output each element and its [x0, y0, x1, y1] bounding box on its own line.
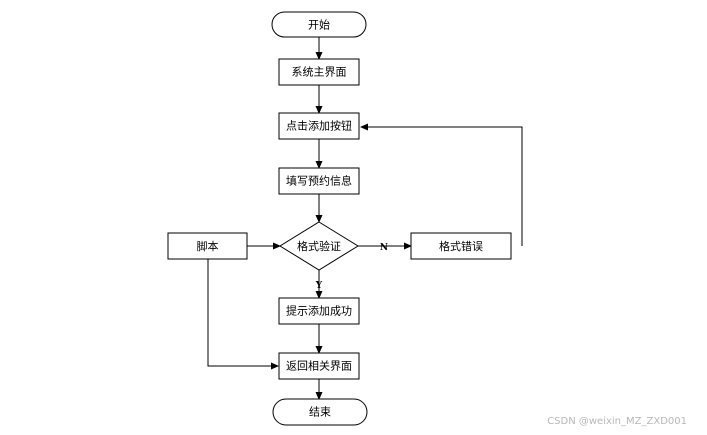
edge-label-yes: Y	[315, 281, 323, 291]
edge-error-loop	[360, 123, 523, 246]
click-add-label: 点击添加按钮	[286, 119, 352, 133]
edge-script-return	[207, 259, 279, 370]
success-box	[278, 297, 360, 325]
return-ui-label: 返回相关界面	[286, 359, 352, 373]
end-terminal	[272, 398, 368, 426]
format-error-box	[410, 232, 512, 260]
validate-decision	[279, 221, 359, 271]
main-ui-box	[278, 58, 360, 86]
end-label: 结束	[309, 406, 331, 419]
edge-label-no: N	[380, 243, 388, 253]
start-terminal	[271, 11, 367, 38]
success-label: 提示添加成功	[286, 304, 352, 318]
validate-label: 格式验证	[297, 239, 341, 253]
main-ui-label: 系统主界面	[292, 66, 347, 79]
format-error-label: 格式错误	[439, 239, 483, 253]
fill-info-box	[278, 167, 360, 195]
return-ui-box	[278, 352, 360, 380]
watermark: CSDN @weixin_MZ_ZXD001	[547, 416, 687, 427]
script-box	[167, 232, 248, 260]
click-add-box	[278, 112, 360, 140]
script-label: 脚本	[197, 239, 219, 253]
fill-info-label: 填写预约信息	[286, 174, 352, 188]
start-label: 开始	[308, 18, 330, 32]
